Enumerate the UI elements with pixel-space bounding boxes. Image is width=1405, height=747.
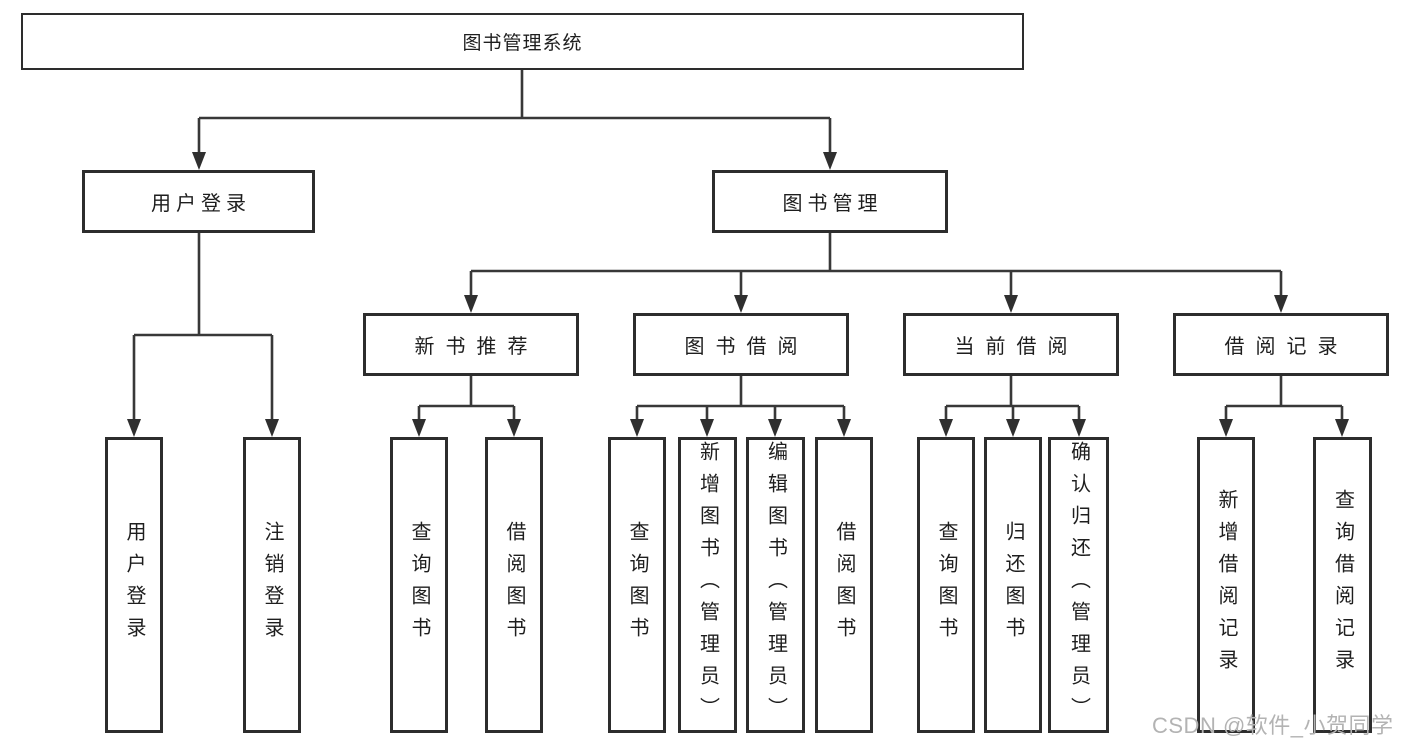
leaf-query-books-current: 查询图书: [917, 437, 975, 733]
arrowhead: [768, 419, 782, 437]
connector-user-login-children: [132, 233, 274, 420]
leaf-borrow-books-recommend: 借阅图书: [485, 437, 543, 733]
leaf-confirm-return-admin: 确认归还（管理员）: [1048, 437, 1109, 733]
leaf-return-books: 归还图书: [984, 437, 1042, 733]
connector-borrow-records-children: [1224, 376, 1344, 420]
arrowhead: [823, 152, 837, 170]
arrowhead: [412, 419, 426, 437]
node-current-borrow: 当前借阅: [903, 313, 1119, 376]
connector-book-borrow-children: [635, 376, 846, 420]
connector-root-to-level2: [197, 70, 832, 153]
arrowhead: [734, 295, 748, 313]
arrowhead: [1072, 419, 1086, 437]
arrowhead: [1219, 419, 1233, 437]
node-book-management: 图书管理: [712, 170, 948, 233]
node-borrow-records: 借阅记录: [1173, 313, 1389, 376]
arrowhead: [507, 419, 521, 437]
node-user-login: 用户登录: [82, 170, 315, 233]
arrowhead: [192, 152, 206, 170]
arrowhead: [127, 419, 141, 437]
leaf-query-books-borrow: 查询图书: [608, 437, 666, 733]
connector-current-borrow-children: [944, 376, 1081, 420]
arrowhead: [464, 295, 478, 313]
node-library-system: 图书管理系统: [21, 13, 1024, 70]
connector-book-management-children: [469, 233, 1283, 296]
node-book-borrow: 图书借阅: [633, 313, 849, 376]
node-new-book-recommend: 新书推荐: [363, 313, 579, 376]
arrowhead: [1274, 295, 1288, 313]
leaf-add-borrow-record: 新增借阅记录: [1197, 437, 1255, 733]
arrowhead: [630, 419, 644, 437]
leaf-edit-books-admin: 编辑图书（管理员）: [746, 437, 805, 733]
leaf-query-books-recommend: 查询图书: [390, 437, 448, 733]
leaf-query-borrow-record: 查询借阅记录: [1313, 437, 1372, 733]
csdn-watermark: CSDN @软件_小贺同学: [1152, 713, 1394, 738]
arrowhead: [265, 419, 279, 437]
arrowhead: [1335, 419, 1349, 437]
arrowhead: [939, 419, 953, 437]
arrowhead: [1006, 419, 1020, 437]
arrowhead: [1004, 295, 1018, 313]
leaf-borrow-books: 借阅图书: [815, 437, 873, 733]
leaf-user-login: 用户登录: [105, 437, 163, 733]
leaf-add-books-admin: 新增图书（管理员）: [678, 437, 737, 733]
arrowhead: [837, 419, 851, 437]
arrowhead: [700, 419, 714, 437]
connector-new-book-recommend-children: [417, 376, 516, 420]
leaf-logout: 注销登录: [243, 437, 301, 733]
